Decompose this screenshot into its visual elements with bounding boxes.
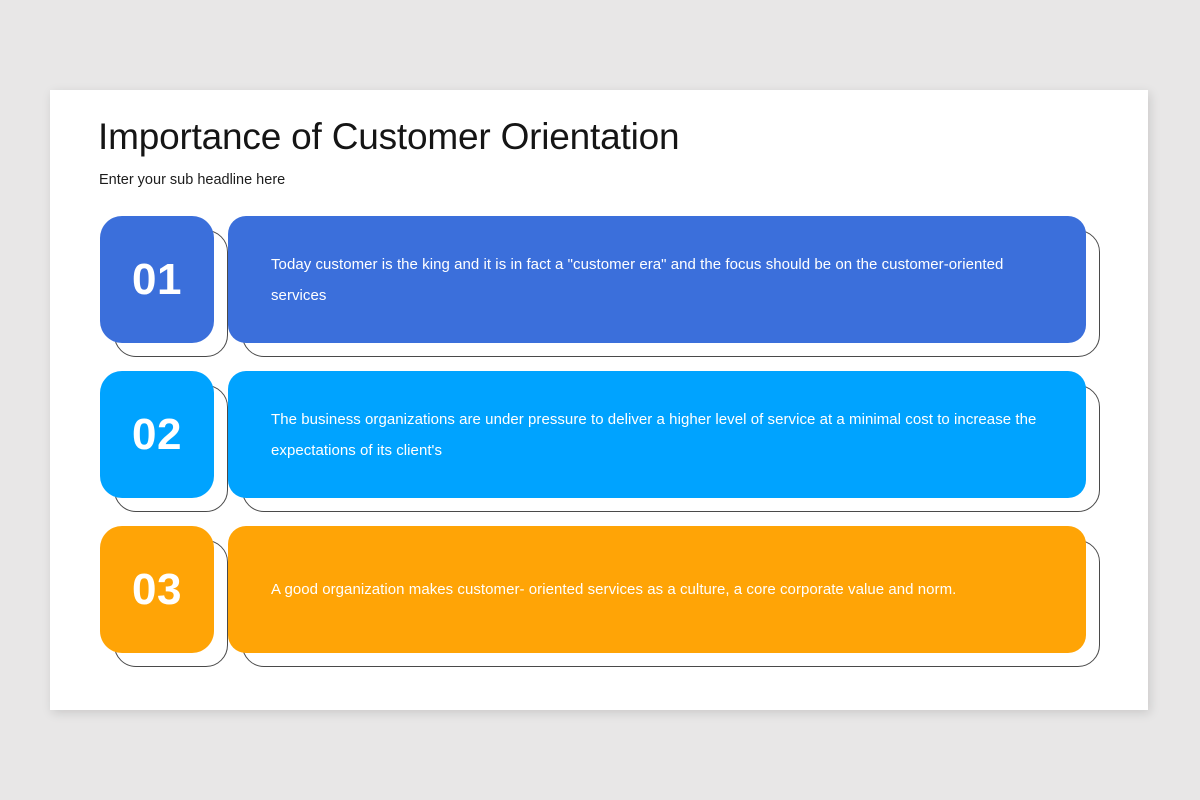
step-panel-fill: The business organizations are under pre… [228, 371, 1086, 498]
step-badge[interactable]: 03 [100, 526, 228, 667]
step-panel[interactable]: A good organization makes customer- orie… [228, 526, 1100, 667]
list-item[interactable]: 02 The business organizations are under … [50, 371, 1148, 512]
step-panel-fill: Today customer is the king and it is in … [228, 216, 1086, 343]
step-panel[interactable]: Today customer is the king and it is in … [228, 216, 1100, 357]
step-panel[interactable]: The business organizations are under pre… [228, 371, 1100, 512]
list-item[interactable]: 01 Today customer is the king and it is … [50, 216, 1148, 357]
step-badge-fill: 03 [100, 526, 214, 653]
step-badge[interactable]: 01 [100, 216, 228, 357]
step-description: Today customer is the king and it is in … [271, 255, 1004, 304]
step-number: 01 [132, 254, 182, 304]
page-title: Importance of Customer Orientation [98, 116, 680, 157]
step-badge[interactable]: 02 [100, 371, 228, 512]
step-badge-fill: 02 [100, 371, 214, 498]
step-description: The business organizations are under pre… [271, 410, 1037, 459]
step-description: A good organization makes customer- orie… [271, 581, 957, 598]
step-number: 03 [132, 564, 182, 614]
step-panel-fill: A good organization makes customer- orie… [228, 526, 1086, 653]
page-subtitle: Enter your sub headline here [99, 172, 286, 188]
numbered-list: 01 Today customer is the king and it is … [50, 216, 1148, 681]
slide-canvas: Importance of Customer Orientation Enter… [50, 90, 1148, 710]
list-item[interactable]: 03 A good organization makes customer- o… [50, 526, 1148, 667]
step-number: 02 [132, 409, 182, 459]
step-badge-fill: 01 [100, 216, 214, 343]
